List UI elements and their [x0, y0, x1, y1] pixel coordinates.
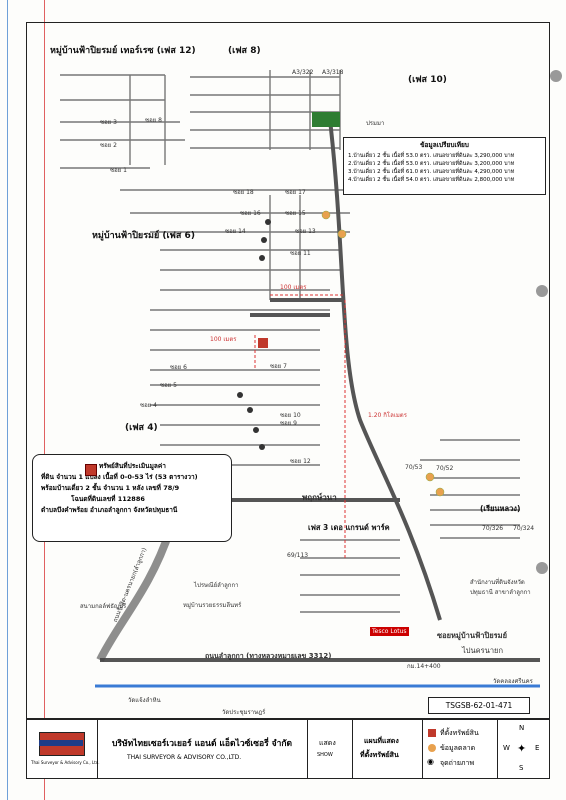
soi-label: ซอย 9: [280, 420, 297, 427]
soi-label: ซอย 7: [270, 363, 287, 370]
soi-label: ซอย 15: [285, 210, 306, 217]
place-market: ปรมมา: [366, 120, 385, 127]
compass-s: S: [519, 764, 524, 772]
plot-label: 70/324: [513, 525, 535, 532]
zone-phase8: (เฟส 8): [228, 46, 261, 56]
soi-label: ซอย 13: [295, 228, 316, 235]
legend-label: จุดถ่ายภาพ: [440, 759, 475, 767]
footer: Thai Surveyor & Advisory Co., Ltd. บริษั…: [26, 719, 550, 779]
info-header: ข้อมูลเปรียบเทียบ: [420, 141, 469, 149]
company-cell: บริษัทไทยเซอร์เวเยอร์ แอนด์ แอ็ดไวซ์เซอร…: [97, 720, 308, 778]
plot-label: 70/52: [436, 465, 454, 472]
soi-label: ซอย 10: [280, 412, 301, 419]
soi-label: ซอย 17: [285, 189, 306, 196]
place-village: หมู่บ้านรวยธรรมลีนทร์: [183, 602, 242, 609]
binder-hole: [550, 70, 562, 82]
place-km: กม.14+400: [407, 663, 441, 670]
comparison-info-box: ข้อมูลเปรียบเทียบ 1.บ้านเดี่ยว 2 ชั้น เน…: [343, 137, 546, 195]
road-main: ถนนลำลูกกา (ทางหลวงหมายเลข 3312): [205, 652, 332, 660]
property-info-box: ทรัพย์สินที่ประเมินมูลค่า ที่ดิน จำนวน 1…: [32, 454, 232, 542]
info-row: 3.บ้านเดี่ยว 2 ชั้น เนื้อที่ 61.0 ตรว. เ…: [348, 169, 515, 175]
compass-w: W: [503, 744, 510, 752]
soi-label: ซอย 1: [110, 167, 127, 174]
info-row: 1.บ้านเดี่ยว 2 ชั้น เนื้อที่ 53.0 ตรว. เ…: [348, 153, 515, 159]
legend-camera-icon: ◉: [427, 757, 434, 766]
logo-text: Thai Surveyor & Advisory Co., Ltd.: [31, 760, 100, 765]
place-temple2: วัดประชุมราษฎร์: [222, 709, 266, 716]
zone-phase12: หมู่บ้านฟ้าปิยรมย์ เทอร์เรซ (เฟส 12): [50, 46, 196, 56]
zone-phase6: หมู่บ้านฟ้าปิยรมย์ (เฟส 6): [92, 231, 195, 241]
show-cell: แสดง SHOW: [307, 720, 353, 778]
show-th: แสดง: [319, 739, 336, 747]
soi-label: ซอย 2: [100, 142, 117, 149]
company-th: บริษัทไทยเซอร์เวเยอร์ แอนด์ แอ็ดไวซ์เซอร…: [112, 739, 293, 749]
zone-riansuang: (เรียนหลวง): [480, 504, 521, 513]
distance-label: 1.20 กิโลเมตร: [368, 412, 407, 419]
zone-phase3: เฟส 3 เดอ แกรนด์ พาร์ค: [308, 523, 390, 532]
legend-label: ข้อมูลตลาด: [440, 744, 476, 752]
place-golf: สนามกอล์ฟธัญบุรี: [80, 603, 127, 610]
soi-label: ซอย 6: [170, 364, 187, 371]
property-icon: [85, 464, 97, 476]
green-plot: [312, 112, 340, 127]
map-title: ที่ตั้งทรัพย์สิน: [360, 751, 399, 759]
binder-hole: [536, 285, 548, 297]
property-line: ที่ดิน จำนวน 1 แปลง เนื้อที่ 0-0-53 ไร่ …: [41, 473, 198, 481]
binding-line-blue: [7, 0, 8, 800]
map-canvas: [60, 70, 540, 688]
zone-phase10: (เฟส 10): [408, 75, 447, 85]
soi-label: ซอย 11: [290, 250, 311, 257]
legend-property-icon: [428, 729, 436, 737]
plot-label: 70/53: [405, 464, 423, 471]
place-district: สำนักงานที่ดินจังหวัดปทุมธานี สาขาลำลูกก…: [470, 579, 531, 596]
show-en: SHOW: [317, 752, 333, 758]
plot-label: A3/318: [322, 69, 344, 76]
soi-label: ซอย 16: [240, 210, 261, 217]
soi-label: ซอย 8: [145, 117, 162, 124]
compass: N S W E ✦: [497, 720, 549, 778]
plot-label: A3/322: [292, 69, 314, 76]
company-en: THAI SURVEYOR & ADVISORY CO.,LTD.: [127, 754, 242, 761]
property-marker: [258, 338, 268, 348]
place-tesco: Tesco Lotus: [370, 627, 409, 636]
soi-label: ซอย 18: [233, 189, 254, 196]
property-line: โฉนดที่ดินเลขที่ 112886: [71, 495, 145, 503]
property-line: พร้อมบ้านเดี่ยว 2 ชั้น จำนวน 1 หลัง เลขท…: [41, 484, 180, 492]
map-frame: [26, 22, 550, 719]
road-soi-phayrom: ซอยหมู่บ้านฟ้าปิยรมย์: [437, 631, 508, 640]
soi-label: ซอย 14: [225, 228, 246, 235]
soi-label: ซอย 3: [100, 119, 117, 126]
place-temple1: วัดแจ้งลำหิน: [128, 697, 161, 704]
company-logo: Thai Surveyor & Advisory Co., Ltd.: [27, 720, 100, 778]
map-title-cell: แผนที่แสดง ที่ตั้งทรัพย์สิน: [352, 720, 423, 778]
soi-label: ซอย 4: [140, 402, 157, 409]
legend-market-icon: [428, 744, 436, 752]
place-post: ไปรษณีย์ลำลูกกา: [194, 582, 239, 589]
plot-label: 69/113: [287, 552, 309, 559]
zone-phase4: (เฟส 4): [125, 423, 158, 433]
legend-cell: ที่ตั้งทรัพย์สิน ข้อมูลตลาด ◉ จุดถ่ายภาพ: [422, 720, 498, 778]
compass-n: N: [519, 724, 525, 732]
compass-rose-icon: ✦: [517, 742, 527, 755]
distance-label: 100 เมตร: [280, 284, 307, 291]
distance-label: 100 เมตร: [210, 336, 237, 343]
info-row: 4.บ้านเดี่ยว 2 ชั้น เนื้อที่ 54.0 ตรว. เ…: [348, 177, 515, 183]
soi-label: ซอย 12: [290, 458, 311, 465]
plot-label: 70/326: [482, 525, 504, 532]
place-temple3: วัดคลองศรีนคร: [493, 678, 533, 685]
logo-stripe-icon: [39, 740, 83, 746]
property-line: ตำบลบึงคำพร้อย อำเภอลำลูกกา จังหวัดปทุมธ…: [41, 506, 178, 514]
legend-label: ที่ตั้งทรัพย์สิน: [440, 729, 479, 737]
info-row: 2.บ้านเดี่ยว 2 ชั้น เนื้อที่ 53.0 ตรว. เ…: [348, 161, 515, 167]
binder-hole: [536, 562, 548, 574]
compass-e: E: [535, 744, 540, 752]
document-code: TSGSB-62-01-471: [428, 697, 530, 714]
binding-line-red: [44, 0, 45, 800]
soi-label: ซอย 5: [160, 382, 177, 389]
property-title: ทรัพย์สินที่ประเมินมูลค่า: [99, 462, 166, 470]
road-pai-khu: ไปนครนายก: [462, 646, 503, 655]
road-puksanwana: พฤกษ์วนา: [302, 493, 337, 502]
map-title: แผนที่แสดง: [364, 737, 399, 745]
